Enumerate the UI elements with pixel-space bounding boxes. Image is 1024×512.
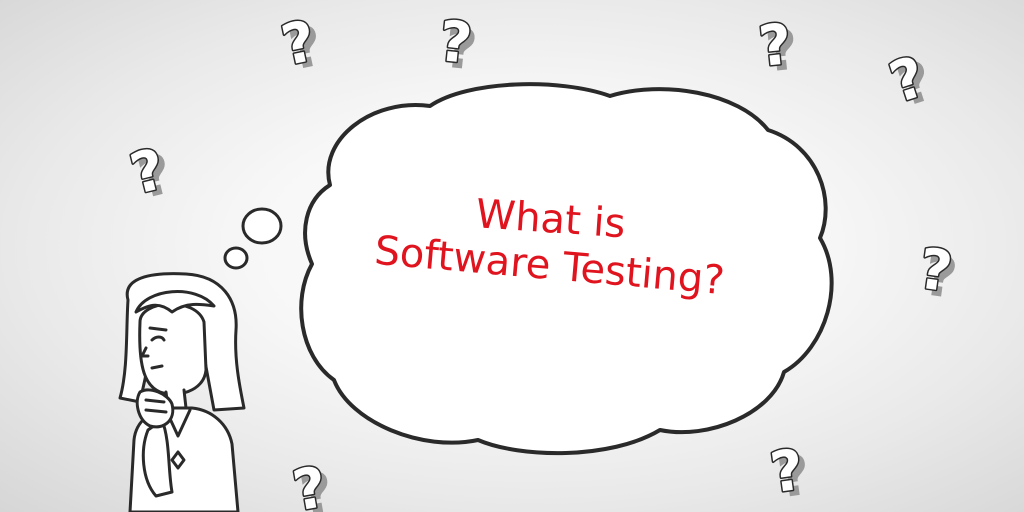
- thought-bubble-medium: [241, 207, 283, 245]
- question-mark-icon: ? ?: [765, 436, 814, 511]
- thought-cloud: [299, 82, 834, 456]
- question-mark-icon: ? ?: [275, 7, 329, 83]
- question-mark-icon: ? ?: [123, 135, 179, 212]
- thinking-woman-figure: [118, 272, 246, 512]
- question-mark-icon: ? ?: [287, 453, 339, 512]
- question-mark-icon: ? ?: [434, 8, 480, 84]
- question-mark-icon: ? ?: [913, 235, 961, 312]
- svg-text:?: ?: [756, 12, 795, 80]
- thought-bubble-small: [223, 246, 249, 270]
- svg-text:?: ?: [436, 9, 475, 77]
- question-mark-icon: ? ?: [754, 11, 801, 86]
- headline-line-1: What is: [474, 191, 627, 247]
- question-mark-icon: ? ?: [881, 43, 941, 120]
- svg-text:?: ?: [762, 17, 801, 85]
- svg-text:?: ?: [441, 16, 480, 84]
